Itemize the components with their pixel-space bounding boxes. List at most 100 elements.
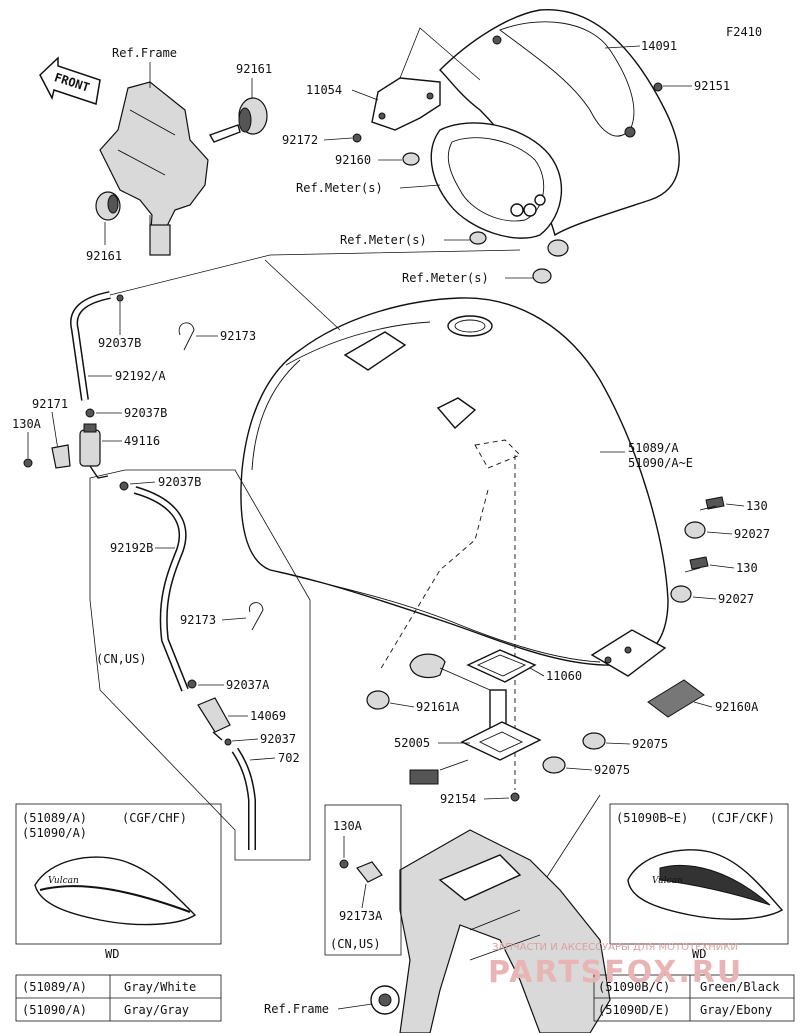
callout-130-1: 130 [746,499,768,513]
clamp-92173a [356,861,383,883]
valve-49116 [79,423,109,479]
callout-92173-2: 92173 [180,613,216,627]
callout-ref-frame-top: Ref.Frame [112,46,177,60]
washer-92027-1 [684,521,706,539]
callout-92037b-2: 92037B [124,406,167,420]
color-table-left-color-1: Gray/White [124,980,196,994]
callout-14091: 14091 [641,39,677,53]
clip-92037b-2 [85,408,95,418]
callout-92075-1: 92075 [632,737,668,751]
grommet-meter-2 [469,231,487,245]
fuel-pump-52005 [409,653,542,785]
callout-51089a: 51089/A [628,441,679,455]
nut-92172 [352,133,362,143]
cn-us-box [324,804,402,956]
cn-us-enclosure [89,469,311,861]
frame-bracket-top [99,81,209,256]
clamp-92173-1 [178,322,195,351]
grommet-92161a [366,690,390,710]
front-arrow-icon: FRONT [39,56,101,105]
callout-92037a: 92037A [226,678,270,692]
callout-14069: 14069 [250,709,286,723]
callout-92151: 92151 [694,79,730,93]
callout-92171: 92171 [32,397,68,411]
callout-92161a: 92161A [416,700,460,714]
color-table-right-color-1: Green/Black [700,980,780,994]
callout-92027-2: 92027 [718,592,754,606]
fuel-tank-51089 [240,297,669,790]
callout-ref-frame-bottom: Ref.Frame [264,1002,329,1016]
damper-92075-2 [542,756,566,774]
callout-92160a: 92160A [715,700,759,714]
callout-702: 702 [278,751,300,765]
callout-ref-meter-1: Ref.Meter(s) [296,181,383,195]
callout-130-2: 130 [736,561,758,575]
callout-92037b-3: 92037B [158,475,201,489]
callout-51090a-e: 51090/A~E [628,456,693,470]
bolt-92154 [510,792,520,802]
callout-92075-2: 92075 [594,763,630,777]
grommet-meter-3 [532,268,552,284]
grommet-92160 [402,152,420,166]
inset-right-badge: Vulcan [652,876,683,886]
color-table-left: (51089/A) Gray/White (51090/A) Gray/Gray [15,974,222,1022]
inset-left-box [15,803,222,945]
bolt-130-1 [699,496,725,511]
callout-ref-meter-3: Ref.Meter(s) [402,271,489,285]
callout-cn-us-1: (CN,US) [96,652,147,666]
knob-92161-top [208,97,268,143]
figure-code: F2410 [726,25,762,39]
inset-right-caption: WD [692,947,706,961]
frame-lower [370,829,611,1033]
color-table-right-part-1: (51090B/C) [598,980,670,994]
callout-92192a: 92192/A [115,369,166,383]
callout-92027-1: 92027 [734,527,770,541]
clip-92037a [187,679,197,689]
color-table-left-part-2: (51090/A) [22,1003,87,1017]
color-table-left-part-1: (51089/A) [22,980,87,994]
inset-right-line1: (51090B~E) [616,811,688,825]
inset-right-box [609,803,789,945]
clip-92037b-1 [116,294,124,302]
color-table-left-color-2: Gray/Gray [124,1003,189,1017]
callout-92154: 92154 [440,792,476,806]
callout-11054: 11054 [306,83,342,97]
callout-92173a: 92173A [339,909,383,923]
damper-92075-1 [582,732,606,750]
callout-ref-meter-2: Ref.Meter(s) [340,233,427,247]
watermark-tagline: ЗАПЧАСТИ И АКСЕССУАРЫ ДЛЯ МОТОТЕХНИКИ [492,942,738,953]
callout-49116: 49116 [124,434,160,448]
color-table-right-part-2: (51090D/E) [598,1003,670,1017]
callout-92173-1: 92173 [220,329,256,343]
inset-left-line2: (51090/A) [22,826,87,840]
callout-92037b-1: 92037B [98,336,141,350]
bolt-130a-left [23,458,33,468]
screw-92151 [653,82,663,92]
inset-left-tank: Vulcan [34,856,197,926]
callout-11060: 11060 [546,669,582,683]
callout-130a-left: 130A [12,417,42,431]
inset-left-caption: WD [105,947,119,961]
callout-92161-top: 92161 [236,62,272,76]
callout-92161-bottom: 92161 [86,249,122,263]
callout-92192b: 92192B [110,541,153,555]
pad-92160a [647,679,705,718]
callout-92037: 92037 [260,732,296,746]
inset-left-line1: (51089/A) [22,811,87,825]
callout-130a-box: 130A [333,819,363,833]
clamp-92173-2 [248,602,264,631]
watermark-brand: PARTSFOX.RU [488,955,743,990]
gasket-11060 [466,649,537,683]
inset-left-codes: (CGF/CHF) [122,811,187,825]
clamp-92171 [51,444,71,469]
clip-92037 [224,738,232,746]
color-table-right-color-2: Gray/Ebony [700,1003,772,1017]
bolt-130-2 [684,556,709,573]
callout-92172: 92172 [282,133,318,147]
washer-92027-2 [670,585,692,603]
callout-92160: 92160 [335,153,371,167]
bolt-130a-box [339,859,349,869]
callout-52005: 52005 [394,736,430,750]
callout-cn-us-2: (CN,US) [330,937,381,951]
